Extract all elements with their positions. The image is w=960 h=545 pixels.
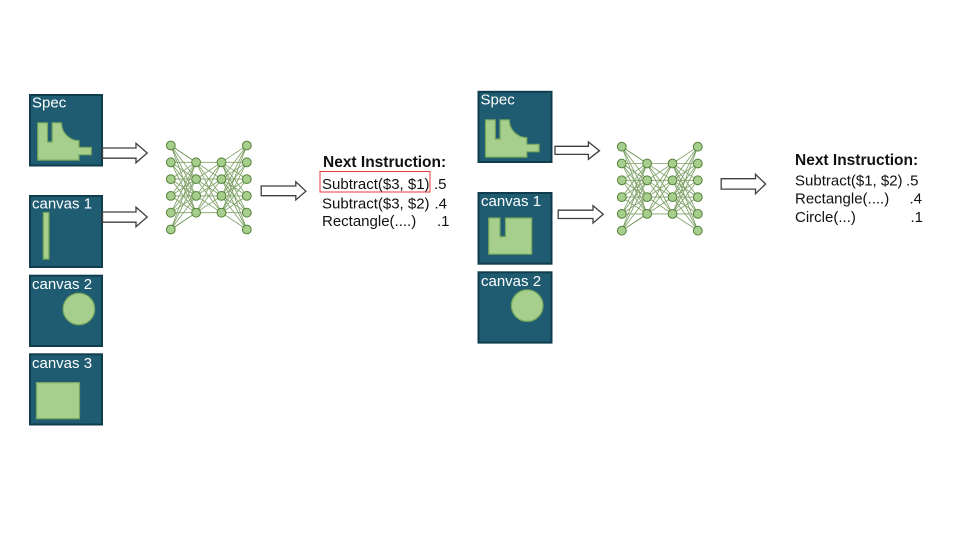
svg-text:Spec: Spec — [481, 92, 516, 109]
svg-text:Subtract($3, $1): Subtract($3, $1) — [322, 176, 430, 193]
svg-text:canvas 1: canvas 1 — [481, 193, 541, 210]
svg-text:.1: .1 — [911, 209, 924, 226]
svg-text:canvas 2: canvas 2 — [32, 276, 92, 293]
svg-text:Circle(...): Circle(...) — [795, 209, 856, 226]
svg-text:Rectangle(....): Rectangle(....) — [795, 190, 889, 207]
svg-text:.5: .5 — [434, 176, 447, 193]
svg-text:.5: .5 — [906, 173, 919, 190]
svg-text:Subtract($1, $2): Subtract($1, $2) — [795, 173, 903, 190]
svg-text:canvas 1: canvas 1 — [32, 196, 92, 213]
svg-text:.1: .1 — [437, 213, 450, 230]
svg-text:canvas 2: canvas 2 — [481, 273, 541, 290]
svg-text:.4: .4 — [435, 195, 448, 212]
svg-text:Next Instruction:: Next Instruction: — [323, 154, 446, 171]
svg-text:Rectangle(....): Rectangle(....) — [322, 213, 416, 230]
svg-text:Subtract($3, $2): Subtract($3, $2) — [322, 195, 430, 212]
svg-text:Spec: Spec — [32, 95, 67, 112]
svg-text:.4: .4 — [910, 190, 923, 207]
svg-text:canvas 3: canvas 3 — [32, 355, 92, 372]
svg-text:Next Instruction:: Next Instruction: — [795, 152, 918, 169]
